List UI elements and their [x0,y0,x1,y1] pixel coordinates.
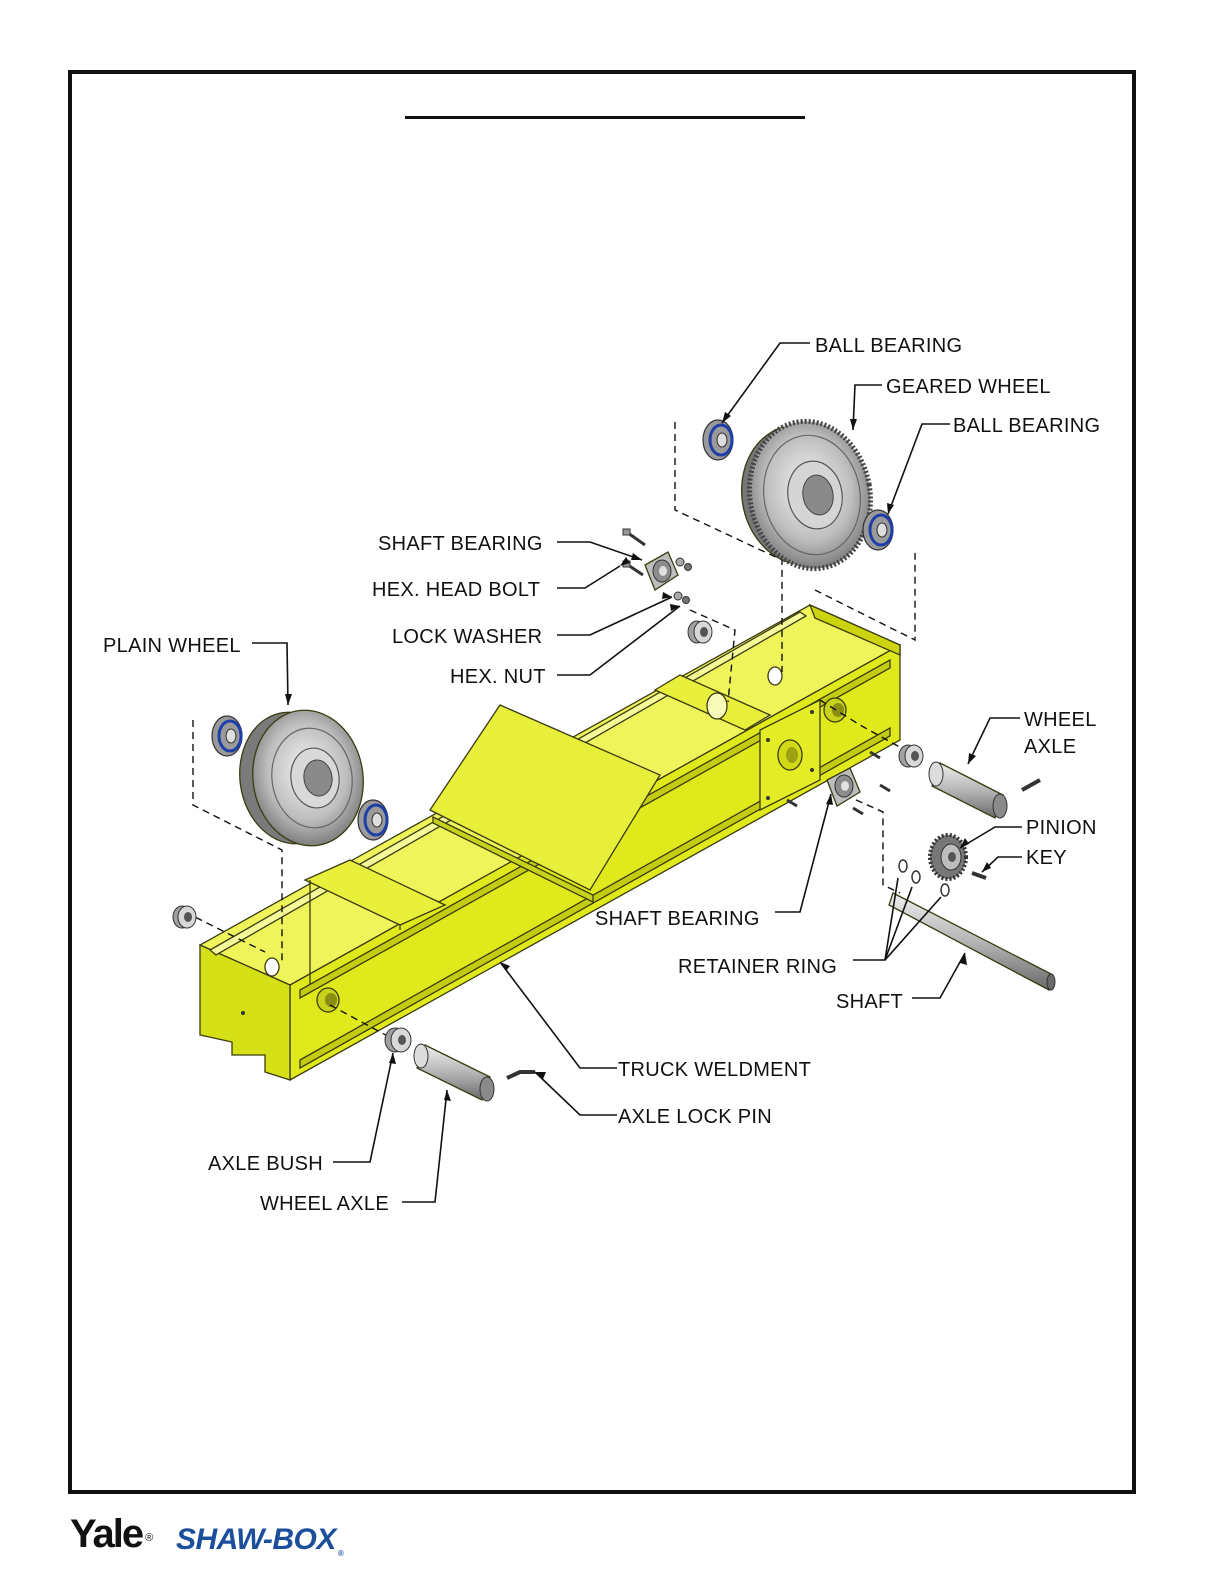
label-hex-nut: HEX. NUT [450,666,546,688]
key [972,873,986,878]
axle-bush-right [899,745,923,767]
hex-head-bolts [623,529,645,575]
label-plain-wheel: PLAIN WHEEL [103,635,241,657]
registered-mark-icon: ® [338,1549,343,1558]
label-wheel-axle-left: WHEEL AXLE [260,1193,389,1215]
plain-wheel [231,703,372,853]
axle-bush-top [688,621,712,643]
label-pinion: PINION [1026,817,1097,839]
label-lock-washer: LOCK WASHER [392,626,542,648]
label-ball-bearing-top: BALL BEARING [815,335,962,357]
axle-lock-pin-left [507,1072,535,1078]
label-ball-bearing-right: BALL BEARING [953,415,1100,437]
ball-bearing-right [863,510,893,550]
shaw-box-logo: SHAW-BOX® [176,1512,341,1556]
label-wheel-axle-right-1: WHEEL [1024,709,1097,731]
registered-mark-icon: ® [145,1532,153,1544]
axle-bush-left [385,1028,411,1052]
shaft [889,893,1055,990]
lock-washers-hex-nuts [674,558,692,604]
label-axle-lock-pin: AXLE LOCK PIN [618,1106,772,1128]
pinion [930,835,966,879]
label-hex-head-bolt: HEX. HEAD BOLT [372,579,540,601]
wheel-axle-right [929,762,1040,818]
ball-bearing-top [703,420,733,460]
label-truck-weldment: TRUCK WELDMENT [618,1059,811,1081]
label-wheel-axle-right-2: AXLE [1024,736,1076,758]
label-shaft-bearing-bottom: SHAFT BEARING [595,908,760,930]
geared-wheel [731,412,882,579]
ball-bearing-left-outer [212,716,242,756]
ball-bearing-left-inner [358,800,388,840]
label-shaft-bearing-top: SHAFT BEARING [378,533,543,555]
label-key: KEY [1026,847,1067,869]
label-geared-wheel: GEARED WHEEL [886,376,1051,398]
shaw-box-logo-text: SHAW-BOX [176,1523,336,1556]
label-axle-bush: AXLE BUSH [208,1153,323,1175]
label-retainer-ring: RETAINER RING [678,956,837,978]
wheel-axle-left [414,1044,494,1101]
shaft-bearing-top [645,552,678,590]
axle-bush-far-left [173,906,196,928]
label-shaft: SHAFT [836,991,903,1013]
yale-logo: Yale® [70,1512,150,1556]
yale-logo-text: Yale [70,1512,142,1556]
